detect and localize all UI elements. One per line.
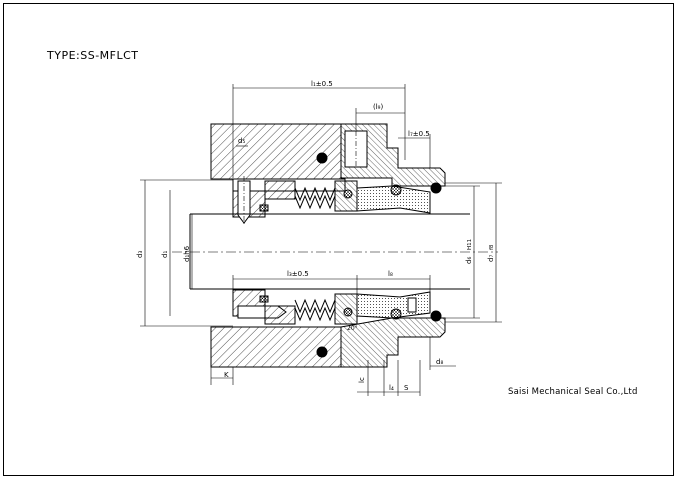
label-d7-tolerance: f8 (489, 244, 495, 250)
spring-upper (294, 186, 336, 202)
label-d7: d₇ (487, 255, 495, 262)
label-l3: l₃±0.5 (287, 270, 309, 278)
o-ring-rotary-upper (343, 189, 353, 199)
label-d3: d₃ (136, 251, 144, 258)
label-d1: d₁ (161, 251, 169, 258)
dimension-labels: l₁±0.5 (l₉) l₇±0.5 l₃±0.5 l₈ K S l₄ lᴄ d… (136, 80, 495, 392)
drawing-frame (3, 3, 674, 476)
o-ring-gland-upper (430, 182, 442, 194)
carbon-face-upper (356, 185, 431, 214)
gland-lower (340, 317, 446, 368)
drawing-title: TYPE:SS-MFLCT (47, 49, 139, 62)
label-l1: l₁±0.5 (311, 80, 333, 88)
anti-rotation-pin (407, 297, 417, 313)
label-l4: l₄ (389, 384, 394, 392)
o-ring-rotary-lower (343, 307, 353, 317)
o-ring-stationary-lower (390, 308, 402, 320)
label-l9: (l₉) (373, 103, 383, 111)
label-d5: d₅ (238, 137, 245, 145)
o-ring-gland-lower (430, 310, 442, 322)
o-ring-housing-lower (316, 346, 328, 358)
label-l7: l₇±0.5 (408, 130, 430, 138)
upper-section (210, 123, 446, 226)
spring-retainer-lower (264, 305, 296, 325)
label-d8: d₈ (436, 358, 443, 366)
set-screw-upper (237, 180, 251, 224)
shaft (172, 213, 498, 290)
label-lc: lᴄ (358, 377, 366, 383)
label-s: S (404, 384, 409, 392)
o-ring-stationary-upper (390, 184, 402, 196)
o-ring-housing-upper (316, 152, 328, 164)
label-angle: 20° (347, 325, 358, 332)
spring-retainer-upper (264, 180, 296, 200)
company-name: Saisi Mechanical Seal Co.,Ltd (508, 387, 638, 397)
label-d6: d₆ (465, 257, 473, 264)
label-d6-tolerance: H11 (467, 239, 473, 250)
housing-upper (210, 123, 342, 180)
label-k: K (224, 371, 229, 379)
housing-lower (210, 326, 342, 368)
spring-lower (294, 298, 336, 314)
dimension-lines (140, 84, 502, 396)
lower-section (210, 289, 446, 368)
label-l8: l₈ (388, 270, 393, 278)
label-d1h6: d₁h6 (183, 245, 191, 262)
